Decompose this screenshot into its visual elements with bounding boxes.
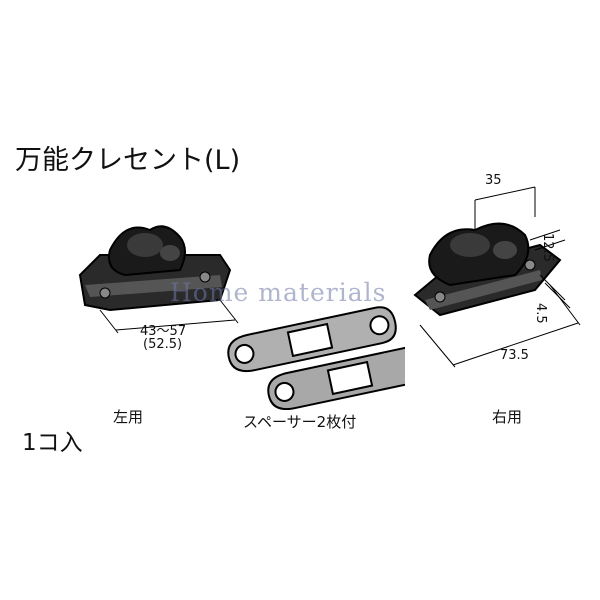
right-crescent-illustration [413, 186, 581, 368]
spacer-illustration [227, 306, 405, 410]
right-dimension-length: 73.5 [500, 348, 529, 363]
right-dimension-width: 35 [485, 173, 502, 188]
left-dimension-sub: (52.5) [143, 337, 183, 352]
left-crescent-illustration [78, 225, 239, 334]
spacer-label: スペーサー2枚付 [243, 413, 357, 431]
right-unit-label: 右用 [492, 408, 523, 426]
watermark: Home materials [170, 278, 387, 307]
right-dimension-offset: 4.5 [533, 303, 548, 324]
right-dimension-height: 12.5 [540, 233, 555, 262]
left-dimension-main: 43〜57 [140, 324, 187, 339]
page-title: 万能クレセント(L) [15, 145, 241, 176]
left-unit-label: 左用 [113, 408, 144, 426]
quantity-note: 1コ入 [22, 430, 83, 456]
